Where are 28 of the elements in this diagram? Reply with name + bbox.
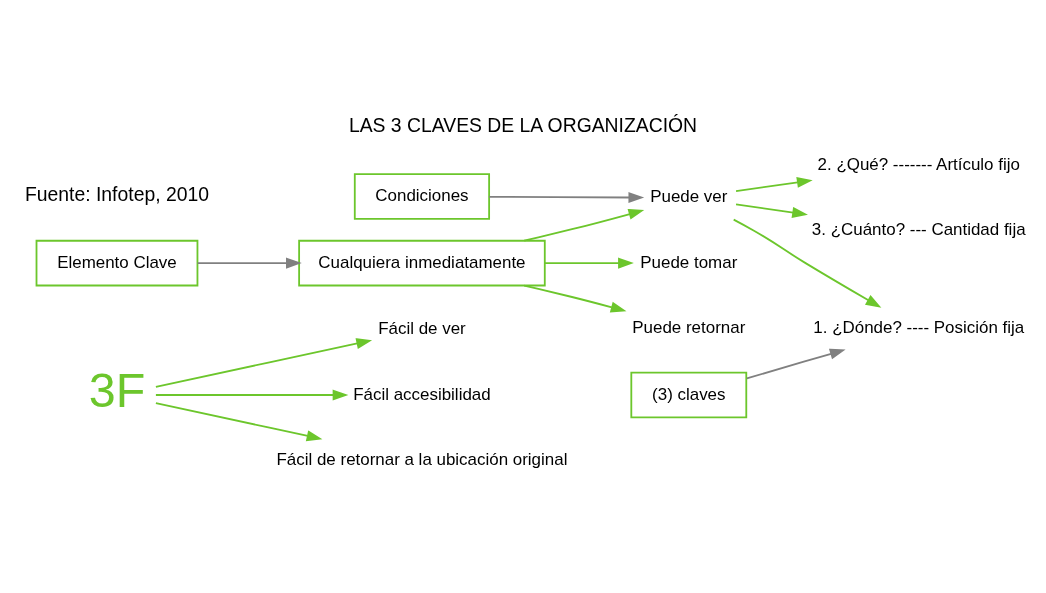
arrow (745, 348, 846, 379)
diagram-title: LAS 3 CLAVES DE LA ORGANIZACIÓN (348, 113, 698, 136)
arrow (155, 337, 373, 388)
node-text: 1. ¿Dónde? ---- Posición fija (813, 317, 1025, 337)
arrow (488, 191, 645, 203)
node-text: 2. ¿Qué? ------- Artículo fijo (817, 154, 1020, 174)
node-text: 3F (88, 362, 146, 417)
arrow (732, 218, 882, 308)
node-text: Fácil de retornar a la ubicación original (276, 449, 568, 469)
node-text: Puede ver (650, 186, 728, 206)
arrow (155, 401, 323, 441)
node-box: Elemento Clave (35, 239, 199, 286)
node-box: Condiciones (353, 172, 491, 220)
arrow (196, 257, 302, 269)
node-box: Cualquiera inmediatamente (298, 239, 546, 286)
label: Fuente: Infotep, 2010 (24, 182, 210, 205)
node-text: 3. ¿Cuánto? --- Cantidad fija (811, 219, 1026, 239)
arrow (544, 257, 634, 269)
node-text: Fácil de ver (378, 318, 466, 338)
arrow (523, 208, 645, 242)
arrow (155, 389, 349, 401)
arrow (735, 202, 808, 218)
arrow (735, 176, 813, 192)
arrow (523, 284, 627, 313)
node-text: Puede retornar (632, 317, 746, 337)
node-text: Puede tomar (640, 252, 738, 272)
node-text: Fácil accesibilidad (353, 384, 491, 403)
node-box: (3) claves (630, 371, 748, 418)
